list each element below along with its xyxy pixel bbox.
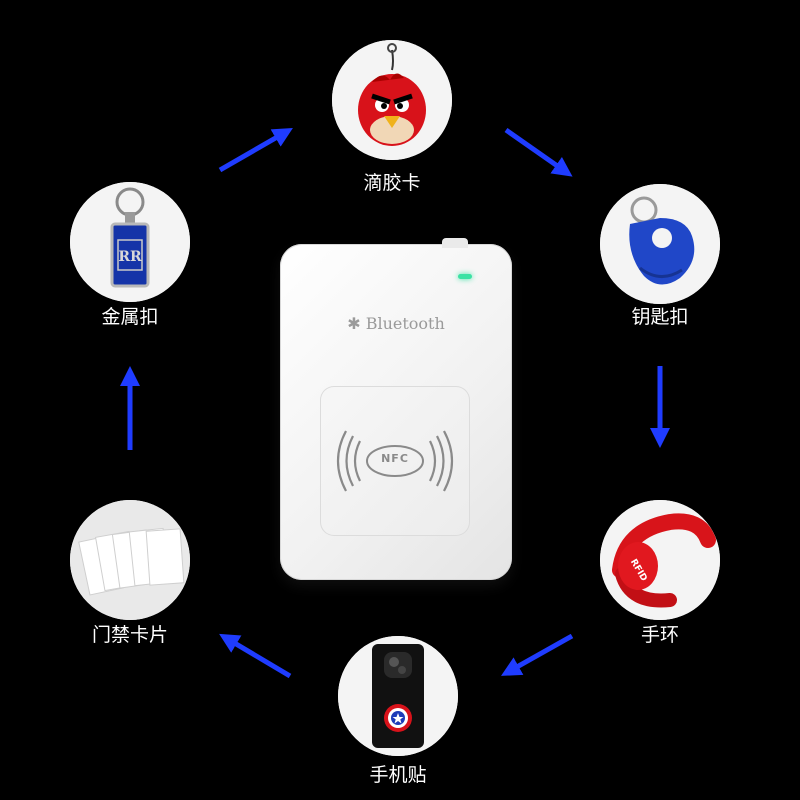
wristband-image: RFID [600, 500, 720, 620]
status-led [458, 274, 472, 279]
label-key-fob: 钥匙扣 [631, 306, 689, 328]
svg-text:RR: RR [118, 249, 142, 265]
bluetooth-label: Bluetooth [365, 314, 445, 333]
label-metal-keychain: 金属扣 [101, 306, 159, 328]
label-access-cards: 门禁卡片 [91, 624, 168, 646]
white-cards-icon [70, 500, 190, 620]
blue-key-fob-icon [600, 184, 720, 304]
metal-keychain-icon: RR [70, 182, 190, 302]
bluetooth-brand-text: ✱ Bluetooth [280, 314, 512, 333]
nfc-pad: NFC [320, 386, 470, 536]
access-cards-image [70, 500, 190, 620]
bluetooth-icon: ✱ [347, 314, 361, 333]
nfc-waves-icon [336, 430, 454, 492]
label-wristband: 手环 [640, 624, 679, 646]
nfc-label: NFC [381, 452, 409, 465]
label-phone-sticker: 手机贴 [369, 764, 427, 786]
arrow-metalkey-to-dropglue [218, 128, 293, 173]
dropglue-card-image [332, 40, 452, 160]
angry-bird-tag-icon [332, 40, 452, 160]
phone-sticker-icon [338, 636, 458, 756]
nfc-reader-device: ✱ Bluetooth NFC [280, 238, 512, 580]
key-fob-image [600, 184, 720, 304]
metal-keychain-image: RR [70, 182, 190, 302]
arrow-dropglue-to-keyfob [504, 127, 573, 177]
arrow-wristband-to-phone [501, 633, 574, 676]
reader-top-bump [442, 238, 468, 248]
red-wristband-icon: RFID [600, 500, 720, 620]
label-dropglue-card: 滴胶卡 [363, 172, 421, 194]
phone-sticker-image [338, 636, 458, 756]
arrow-phone-to-cards [219, 633, 292, 679]
